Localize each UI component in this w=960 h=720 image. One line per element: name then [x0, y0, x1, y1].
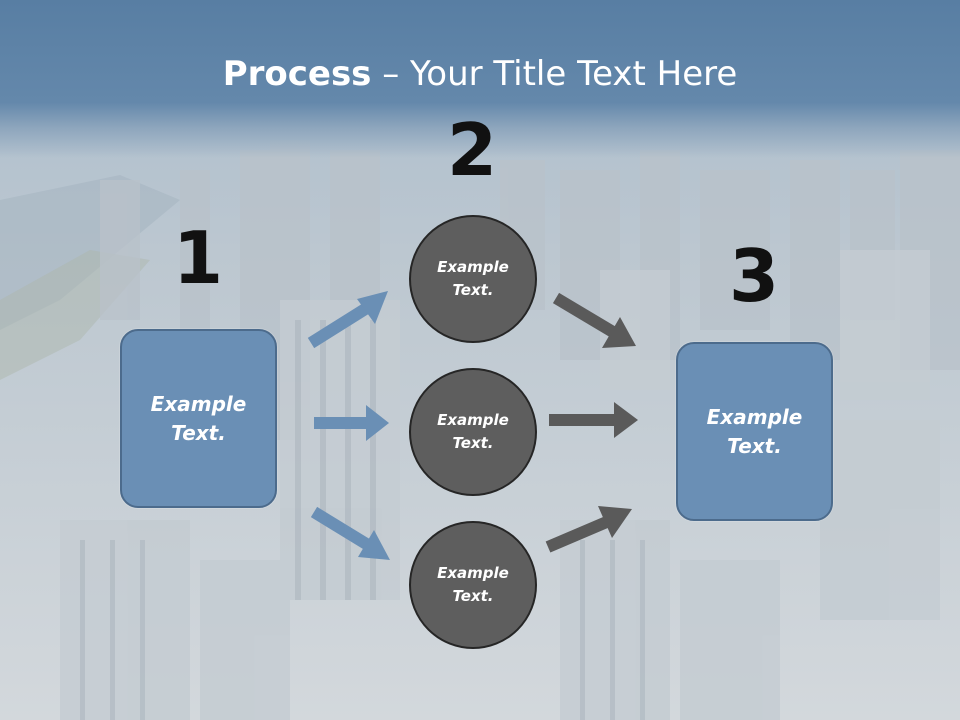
arrow-middle-to-3	[549, 402, 638, 438]
step-2-bottom-label: Example Text.	[437, 564, 509, 605]
arrow-1-to-top	[307, 291, 388, 349]
title-rest: – Your Title Text Here	[371, 54, 738, 94]
step-2-middle-label: Example Text.	[437, 411, 509, 452]
step-3-box: Example Text.	[676, 342, 833, 521]
slide-title: Process – Your Title Text Here	[0, 50, 960, 98]
header-band	[0, 0, 960, 128]
step-number-1: 1	[172, 216, 224, 300]
arrow-1-to-bottom	[310, 506, 390, 560]
step-2-top-label: Example Text.	[437, 258, 509, 299]
step-number-2: 2	[446, 108, 498, 192]
step-number-3: 3	[728, 234, 780, 318]
step-1-box: Example Text.	[120, 329, 277, 508]
step-2-circle-top: Example Text.	[409, 215, 537, 343]
step-3-label: Example Text.	[706, 404, 803, 458]
title-bold: Process	[222, 54, 372, 94]
arrow-bottom-to-3	[545, 506, 632, 553]
step-2-circle-middle: Example Text.	[409, 368, 537, 496]
arrow-1-to-middle	[314, 405, 389, 441]
arrow-top-to-3	[552, 292, 636, 348]
step-2-circle-bottom: Example Text.	[409, 521, 537, 649]
step-1-label: Example Text.	[150, 391, 247, 445]
